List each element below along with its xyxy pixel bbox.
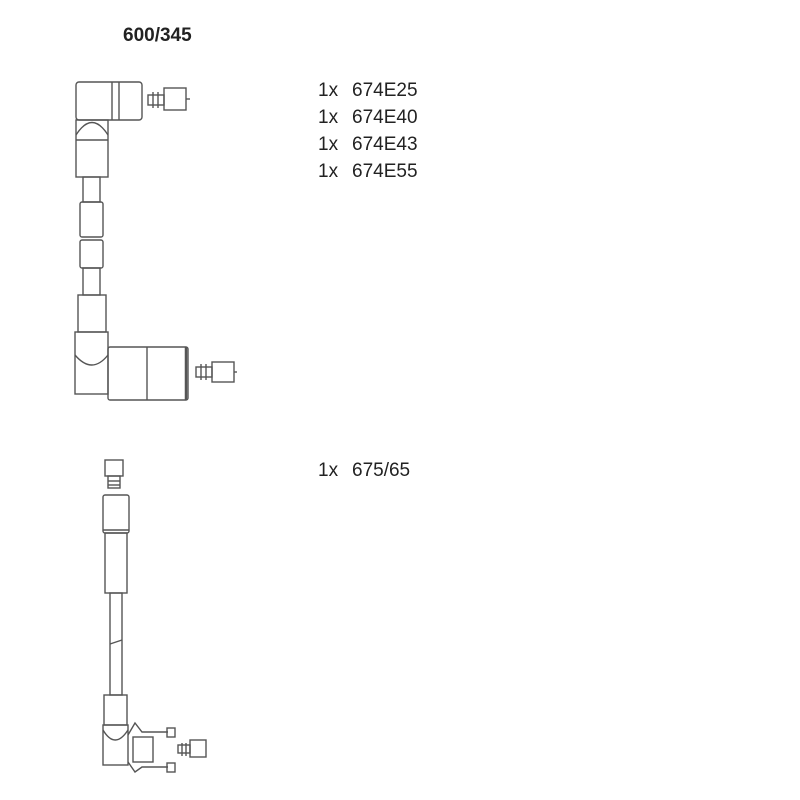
terminal-icon xyxy=(177,739,207,758)
part-number: 675/65 xyxy=(352,460,411,481)
terminal-icon xyxy=(104,459,124,489)
ignition-cable-drawing-1 xyxy=(74,81,237,401)
kit-number-title: 600/345 xyxy=(123,25,192,46)
terminal-icon xyxy=(147,87,190,111)
part-number: 674E40 xyxy=(352,107,418,128)
part-number: 674E55 xyxy=(352,161,418,182)
part-number: 674E25 xyxy=(352,80,418,101)
ignition-cable-drawing-2 xyxy=(102,459,207,773)
part-number: 674E43 xyxy=(352,134,418,155)
terminal-icon xyxy=(195,361,237,383)
